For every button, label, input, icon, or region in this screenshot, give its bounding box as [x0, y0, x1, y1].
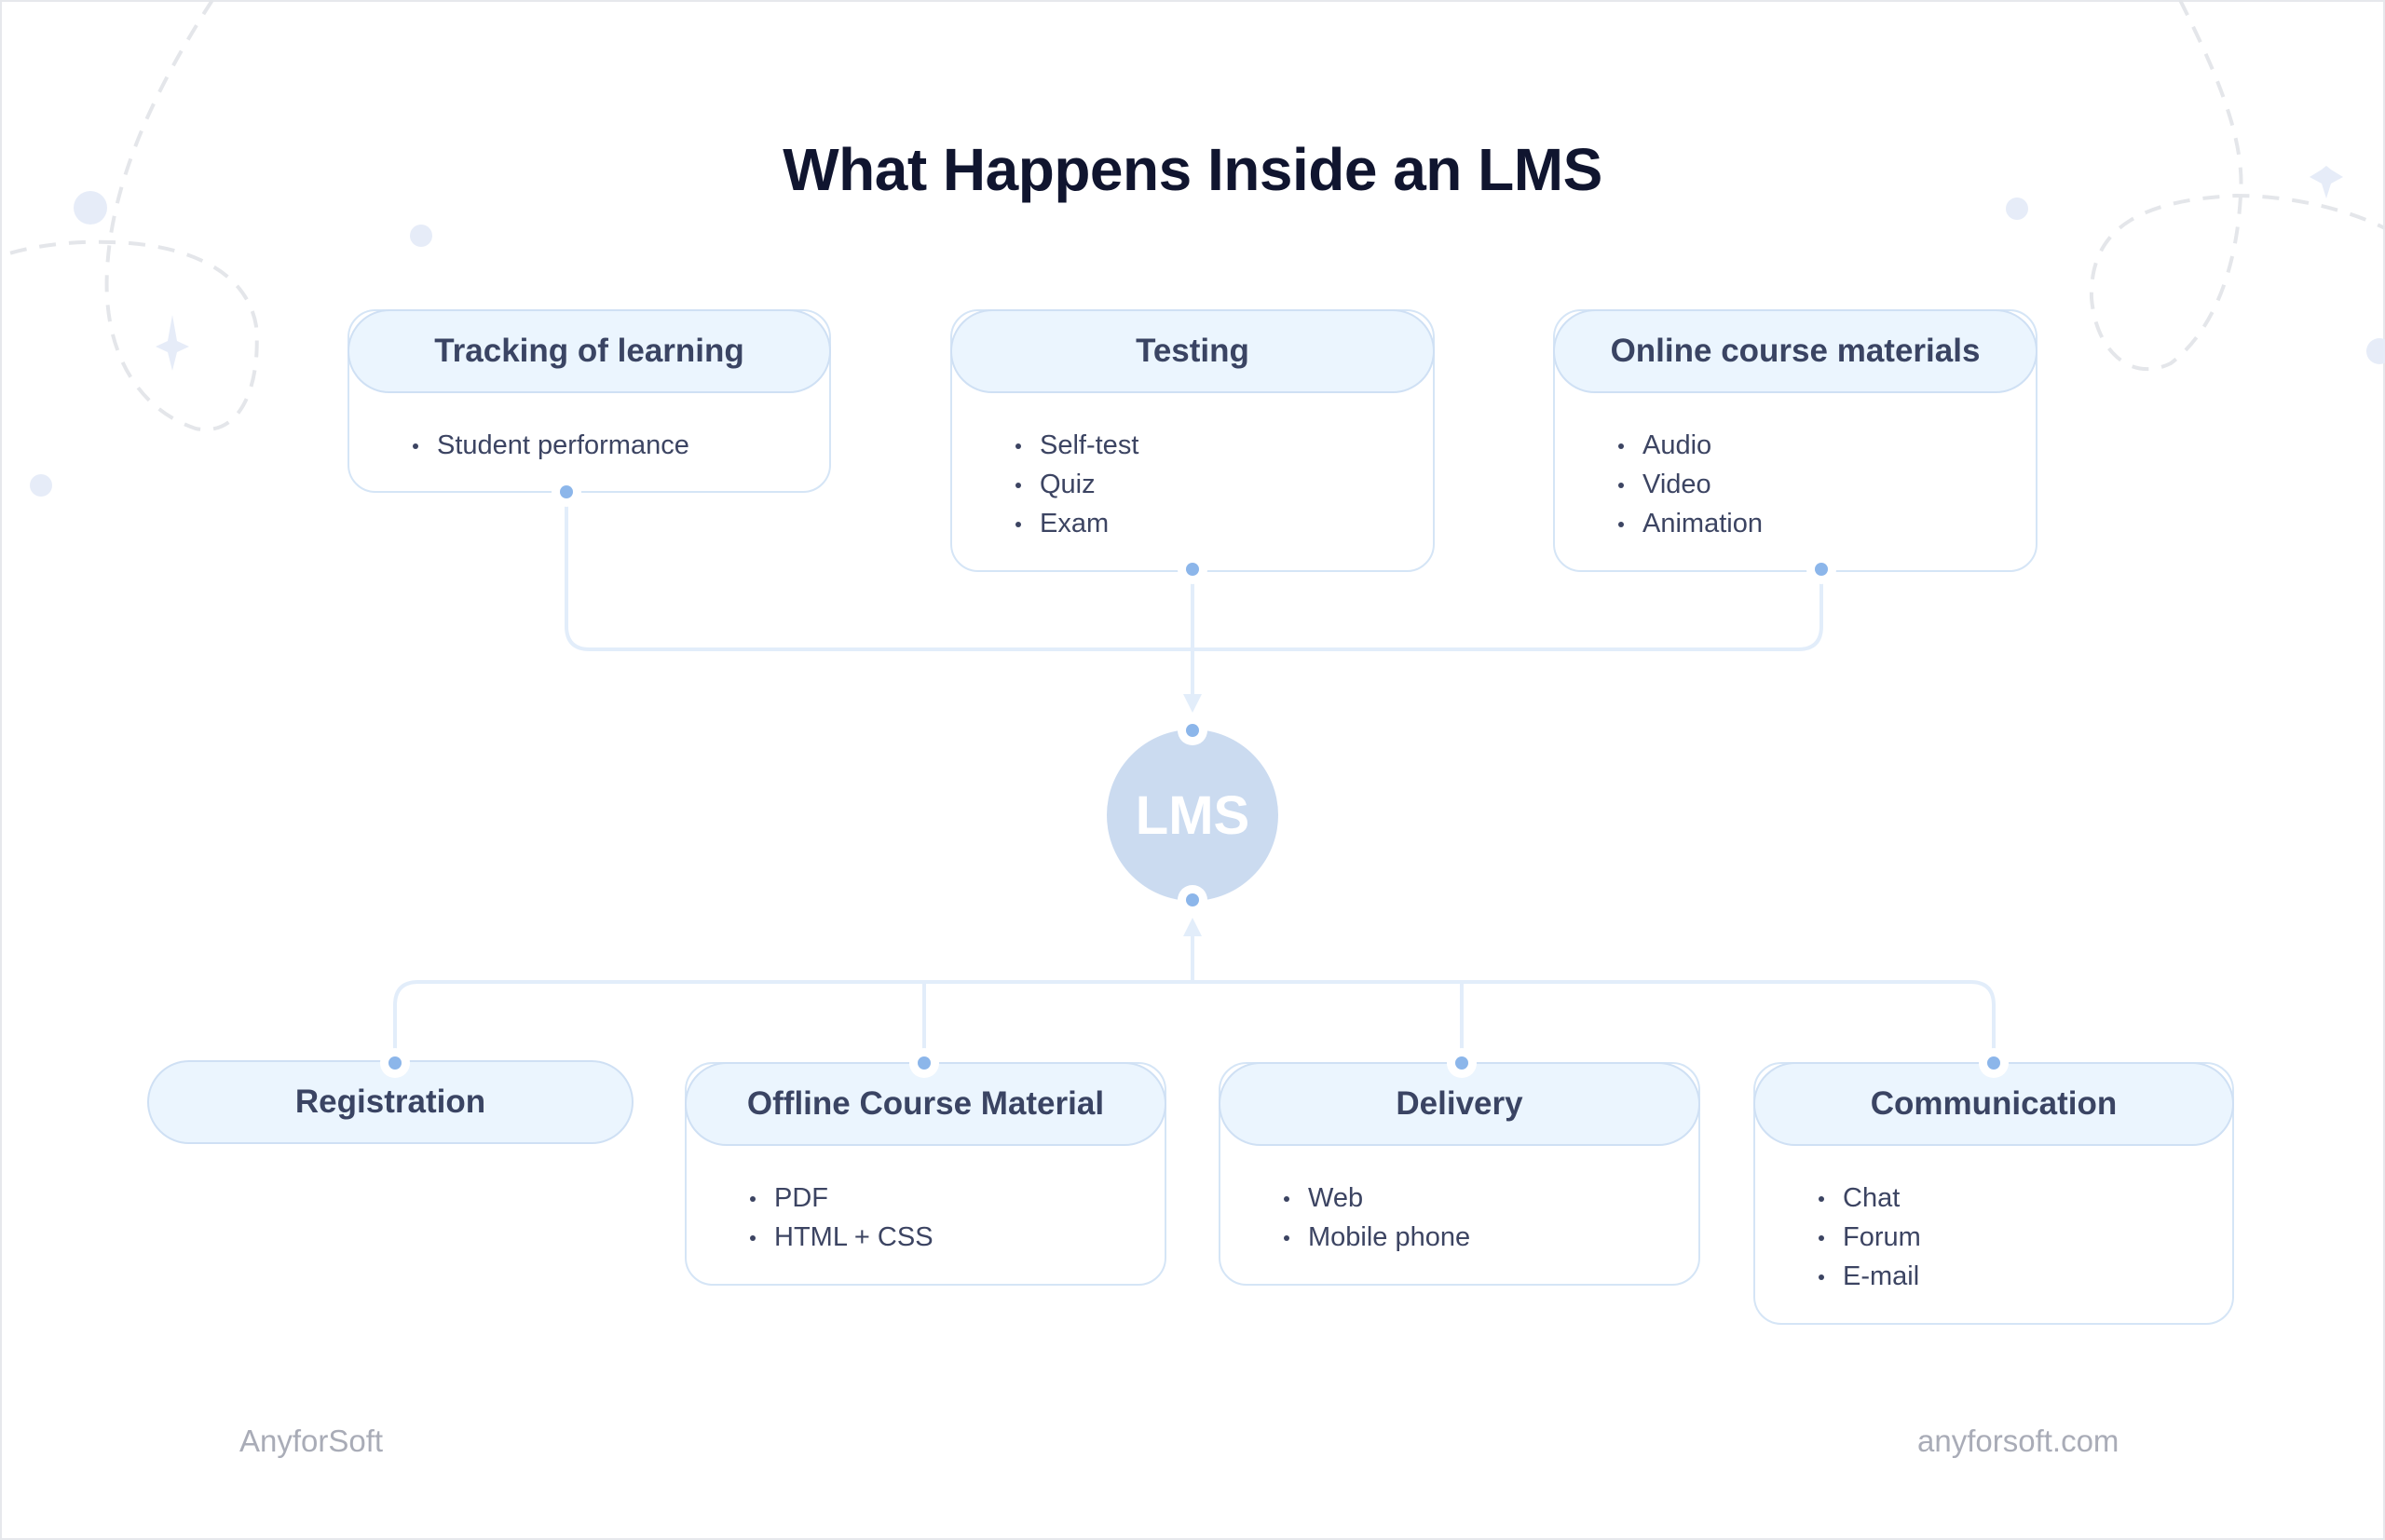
- arrow-up-icon: [1183, 918, 1202, 936]
- node-items: PDF HTML + CSS: [750, 1179, 934, 1257]
- node-item: Exam: [1015, 504, 1138, 543]
- node-registration: Registration: [147, 1060, 634, 1144]
- footer-website: anyforsoft.com: [1917, 1424, 2119, 1458]
- node-online-course-materials: Online course materials Audio Video Anim…: [1553, 309, 2037, 572]
- deco-dot: [2366, 338, 2385, 364]
- node-item: E-mail: [1819, 1257, 1921, 1296]
- connector-dot: [1455, 1056, 1468, 1070]
- connector-dot: [1815, 563, 1828, 576]
- node-item: Self-test: [1015, 426, 1138, 465]
- node-title: Tracking of learning: [348, 309, 831, 393]
- node-title: Testing: [950, 309, 1435, 393]
- connector-dot: [560, 485, 573, 498]
- node-title: Communication: [1753, 1062, 2234, 1146]
- node-item: Audio: [1618, 426, 1763, 465]
- node-item: Quiz: [1015, 465, 1138, 504]
- node-items: Chat Forum E-mail: [1819, 1179, 1921, 1296]
- node-offline-course-material: Offline Course Material PDF HTML + CSS: [685, 1062, 1166, 1286]
- arrow-down-icon: [1183, 694, 1202, 713]
- node-items: Self-test Quiz Exam: [1015, 426, 1138, 543]
- node-title: Offline Course Material: [685, 1062, 1166, 1146]
- lms-hub: LMS: [1107, 729, 1278, 901]
- node-items: Student performance: [413, 426, 689, 465]
- node-communication: Communication Chat Forum E-mail: [1753, 1062, 2234, 1325]
- node-items: Web Mobile phone: [1284, 1179, 1470, 1257]
- node-item: Forum: [1819, 1218, 1921, 1257]
- node-item: Mobile phone: [1284, 1218, 1470, 1257]
- node-delivery: Delivery Web Mobile phone: [1219, 1062, 1700, 1286]
- node-tracking-of-learning: Tracking of learning Student performance: [348, 309, 831, 493]
- sparkle-icon: [2310, 166, 2343, 198]
- deco-dot: [74, 191, 107, 225]
- node-items: Audio Video Animation: [1618, 426, 1763, 543]
- deco-dot: [410, 225, 432, 247]
- deco-dot: [2006, 198, 2028, 220]
- sparkle-icon: [156, 315, 189, 371]
- node-item: Animation: [1618, 504, 1763, 543]
- node-item: Chat: [1819, 1179, 1921, 1218]
- node-title: Online course materials: [1553, 309, 2037, 393]
- node-item: Web: [1284, 1179, 1470, 1218]
- footer-brand: AnyforSoft: [239, 1424, 384, 1458]
- dashed-swirl-left: [8, 0, 259, 432]
- node-item: PDF: [750, 1179, 934, 1218]
- connector-dot: [388, 1056, 402, 1070]
- connector-dot: [1186, 724, 1199, 737]
- deco-dot: [30, 474, 52, 497]
- connector-bottom-bus: [393, 980, 1996, 1051]
- page-title: What Happens Inside an LMS: [783, 136, 1602, 203]
- node-item: HTML + CSS: [750, 1218, 934, 1257]
- connector-dot: [918, 1056, 931, 1070]
- node-item: Student performance: [413, 426, 689, 465]
- node-testing: Testing Self-test Quiz Exam: [950, 309, 1435, 572]
- connector-dot: [1186, 893, 1199, 906]
- dashed-swirl-right: [2089, 0, 2385, 372]
- connector-dot: [1987, 1056, 2000, 1070]
- node-title: Registration: [147, 1060, 634, 1144]
- node-title: Delivery: [1219, 1062, 1700, 1146]
- connector-dot: [1186, 563, 1199, 576]
- node-item: Video: [1618, 465, 1763, 504]
